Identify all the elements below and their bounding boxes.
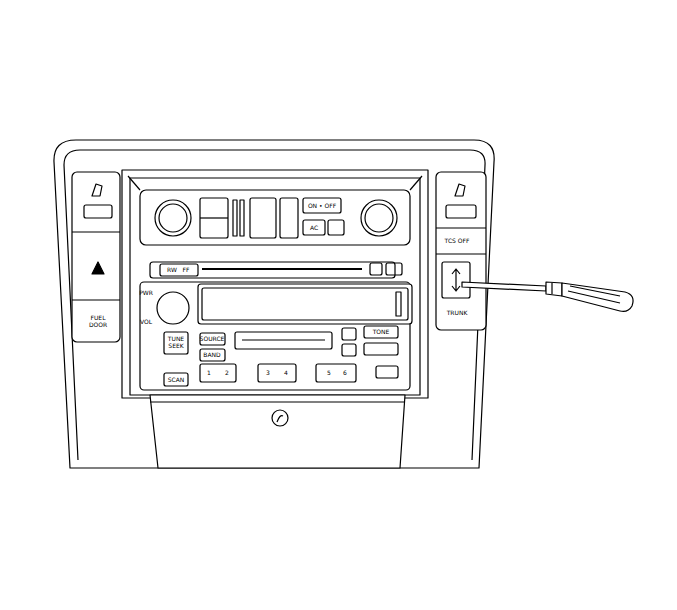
button-label: PWR bbox=[139, 290, 153, 297]
small-button bbox=[376, 366, 398, 378]
screwdriver bbox=[462, 282, 633, 311]
button-label: VOL bbox=[140, 319, 152, 326]
trunk-arrow bbox=[452, 269, 460, 291]
cassette-door bbox=[235, 332, 332, 349]
tune-button bbox=[164, 332, 188, 354]
source-button bbox=[200, 333, 225, 345]
face-frame bbox=[122, 170, 428, 398]
ferrule bbox=[546, 282, 562, 296]
small-button bbox=[342, 344, 356, 356]
climate-panel bbox=[140, 190, 410, 245]
knob-ring bbox=[365, 204, 393, 232]
button-label: SCAN bbox=[168, 377, 185, 384]
band-button bbox=[200, 349, 225, 361]
divider bbox=[436, 227, 486, 228]
button-label: FUEL DOOR bbox=[82, 315, 114, 328]
button-label: 6 bbox=[343, 370, 347, 377]
left-switch-panel bbox=[72, 172, 120, 342]
screwdriver-shaft bbox=[462, 282, 546, 291]
divider bbox=[72, 231, 120, 232]
slider bbox=[233, 200, 237, 236]
ac-button bbox=[303, 220, 325, 235]
button-label: TUNE SEEK bbox=[165, 336, 187, 349]
eject-button bbox=[370, 263, 382, 275]
power-button bbox=[303, 198, 341, 213]
lock-cylinder bbox=[272, 410, 288, 426]
center-face bbox=[130, 178, 420, 395]
button-block bbox=[200, 198, 228, 238]
temp-knob bbox=[155, 200, 191, 236]
knob-ring bbox=[159, 204, 187, 232]
divider bbox=[436, 253, 486, 254]
seat-heat-icon bbox=[92, 184, 102, 196]
seat-slider bbox=[446, 205, 476, 218]
right-switch-panel bbox=[436, 172, 486, 330]
preset-button bbox=[316, 364, 356, 382]
cd-slot bbox=[202, 268, 362, 270]
seat-slider bbox=[84, 205, 112, 218]
divider bbox=[72, 299, 120, 300]
handle-flute bbox=[570, 286, 620, 296]
button-label: AC bbox=[310, 225, 318, 232]
screwdriver-handle bbox=[562, 283, 633, 311]
fade-button bbox=[364, 343, 398, 355]
display-window bbox=[202, 288, 408, 320]
button-label: FF bbox=[183, 267, 190, 274]
button-label: TONE bbox=[373, 329, 390, 336]
button-label: BAND bbox=[203, 352, 220, 359]
storage-door bbox=[150, 395, 405, 468]
button-label: RW bbox=[167, 267, 177, 274]
level-bar bbox=[396, 292, 401, 316]
button-label: 2 bbox=[225, 370, 229, 377]
tone-button bbox=[364, 326, 398, 338]
temp-knob bbox=[361, 200, 397, 236]
console-bezel bbox=[54, 140, 494, 468]
preset-button bbox=[200, 364, 236, 382]
divider bbox=[200, 217, 228, 218]
hazard-symbol bbox=[92, 262, 104, 274]
volume-knob bbox=[157, 292, 189, 324]
button-label: 1 bbox=[207, 370, 211, 377]
button-label: TRUNK bbox=[447, 310, 468, 317]
cd-row bbox=[150, 262, 395, 278]
tape-slot bbox=[242, 339, 325, 340]
ferrule-ring bbox=[551, 283, 552, 294]
handle-flute bbox=[568, 291, 620, 303]
scan-button bbox=[164, 373, 188, 386]
key-slot bbox=[277, 416, 283, 422]
recirc-button bbox=[328, 220, 344, 235]
frame-corner bbox=[128, 176, 140, 190]
button-label: SOURCE bbox=[200, 336, 225, 343]
button-label: 5 bbox=[327, 370, 331, 377]
button-label: 3 bbox=[266, 370, 270, 377]
slider bbox=[240, 200, 244, 236]
small-button bbox=[386, 263, 402, 275]
seat-heat-icon bbox=[455, 184, 465, 196]
seek-button bbox=[160, 264, 198, 276]
eject-button bbox=[342, 328, 356, 340]
trunk-switch bbox=[442, 262, 470, 298]
door-edge bbox=[150, 401, 405, 402]
mode-button bbox=[280, 198, 298, 238]
frame-corner bbox=[410, 176, 422, 190]
button-label: 4 bbox=[284, 370, 288, 377]
button-label: ON • OFF bbox=[308, 203, 336, 210]
display bbox=[198, 284, 412, 324]
button-label: TCS OFF bbox=[443, 238, 471, 245]
fan-button bbox=[250, 198, 276, 238]
preset-button bbox=[258, 364, 296, 382]
